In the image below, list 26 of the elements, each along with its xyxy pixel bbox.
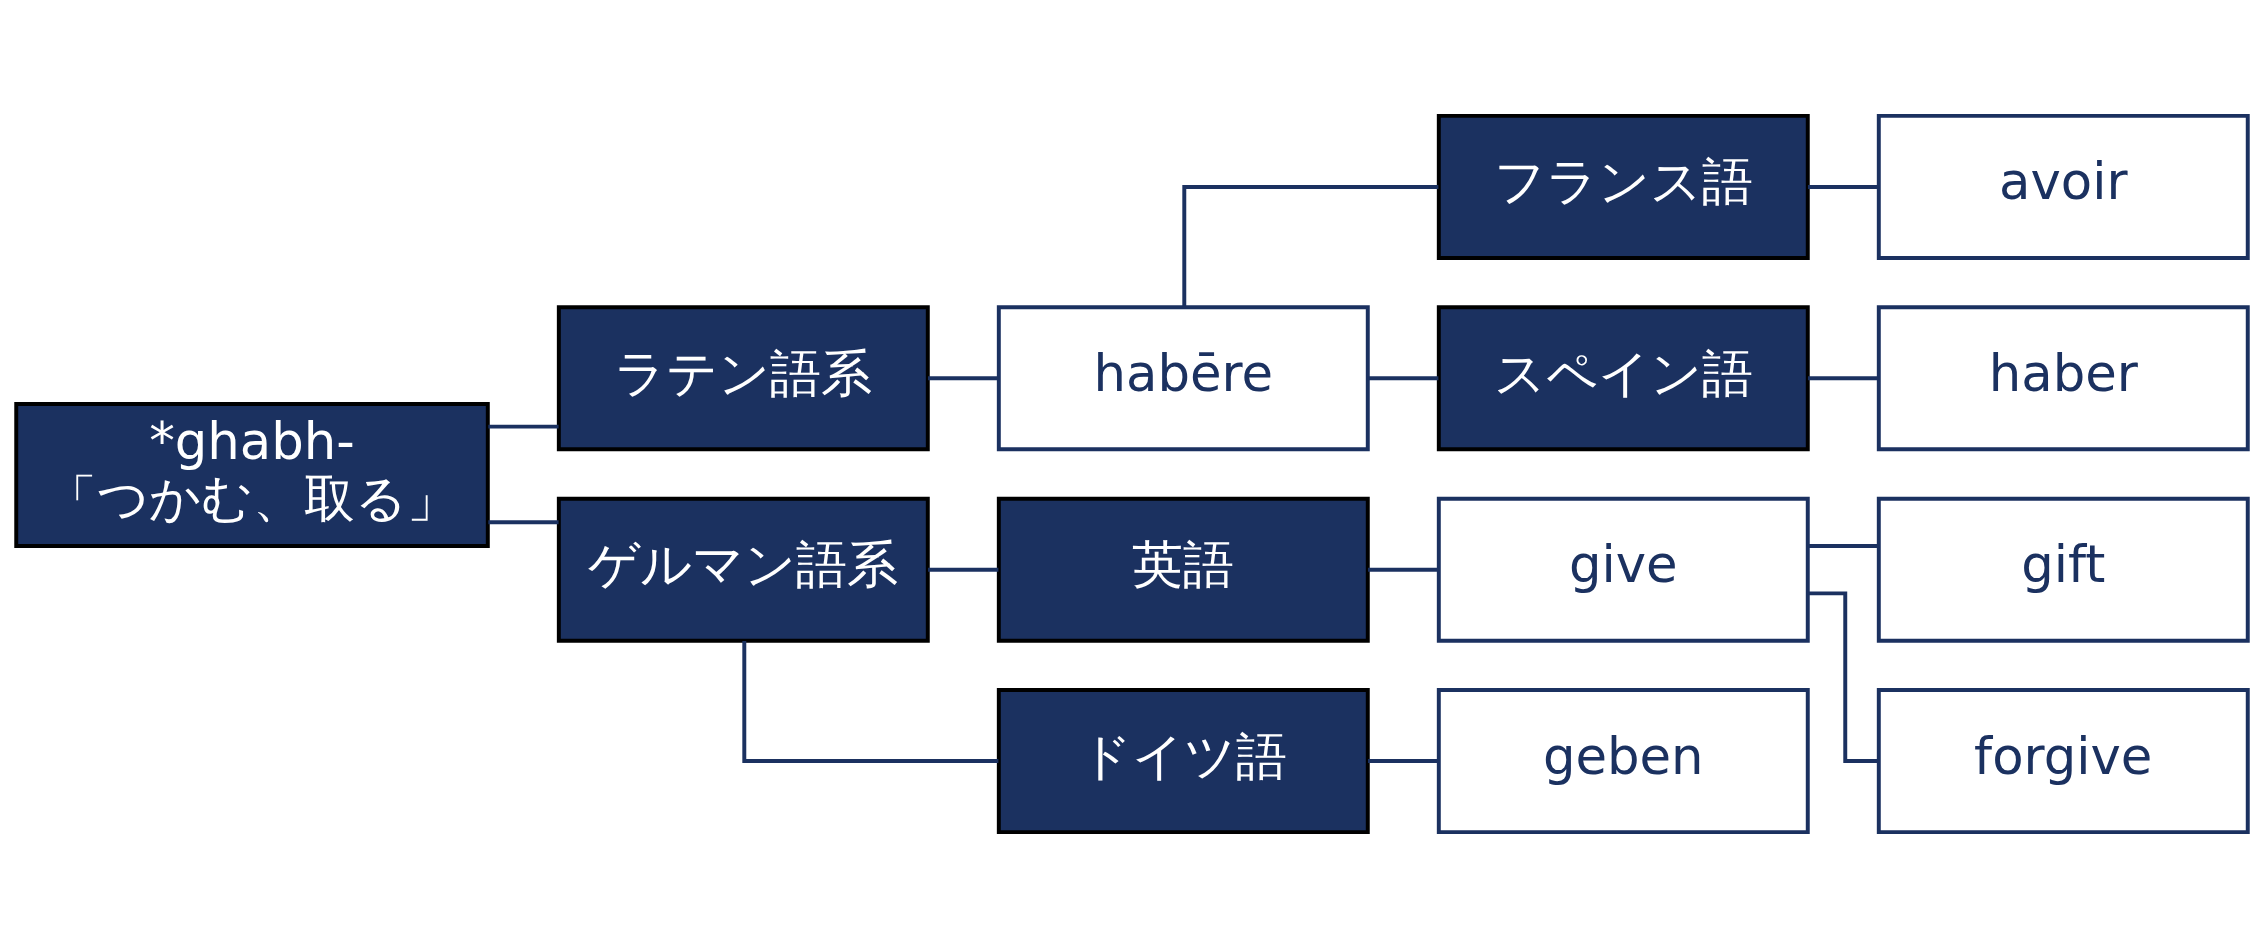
node-box: ラテン語系: [556, 304, 930, 451]
node-box: フランス語: [1436, 113, 1810, 260]
connector: [488, 424, 559, 429]
node-box: avoir: [1876, 113, 2250, 260]
connector: [742, 640, 999, 763]
connector: [1807, 543, 1879, 548]
node-box: gift: [1876, 496, 2250, 643]
node-box: geben: [1436, 687, 1810, 834]
connector: [1368, 375, 1439, 380]
node-box: give: [1436, 496, 1810, 643]
connector: [1182, 184, 1439, 307]
node-box: *ghabh- 「つかむ、取る」: [14, 401, 490, 548]
node-box: habēre: [996, 304, 1370, 451]
connector: [928, 567, 999, 572]
node-box: 英語: [996, 496, 1370, 643]
connector: [1807, 375, 1879, 380]
connector: [928, 375, 999, 380]
node-box: haber: [1876, 304, 2250, 451]
connector: [1368, 758, 1439, 763]
node-box: スペイン語: [1436, 304, 1810, 451]
node-box: ゲルマン語系: [556, 496, 930, 643]
connector: [1807, 184, 1879, 189]
node-box: ドイツ語: [996, 687, 1370, 834]
connector: [488, 519, 559, 524]
connector: [1368, 567, 1439, 572]
node-box: forgive: [1876, 687, 2250, 834]
